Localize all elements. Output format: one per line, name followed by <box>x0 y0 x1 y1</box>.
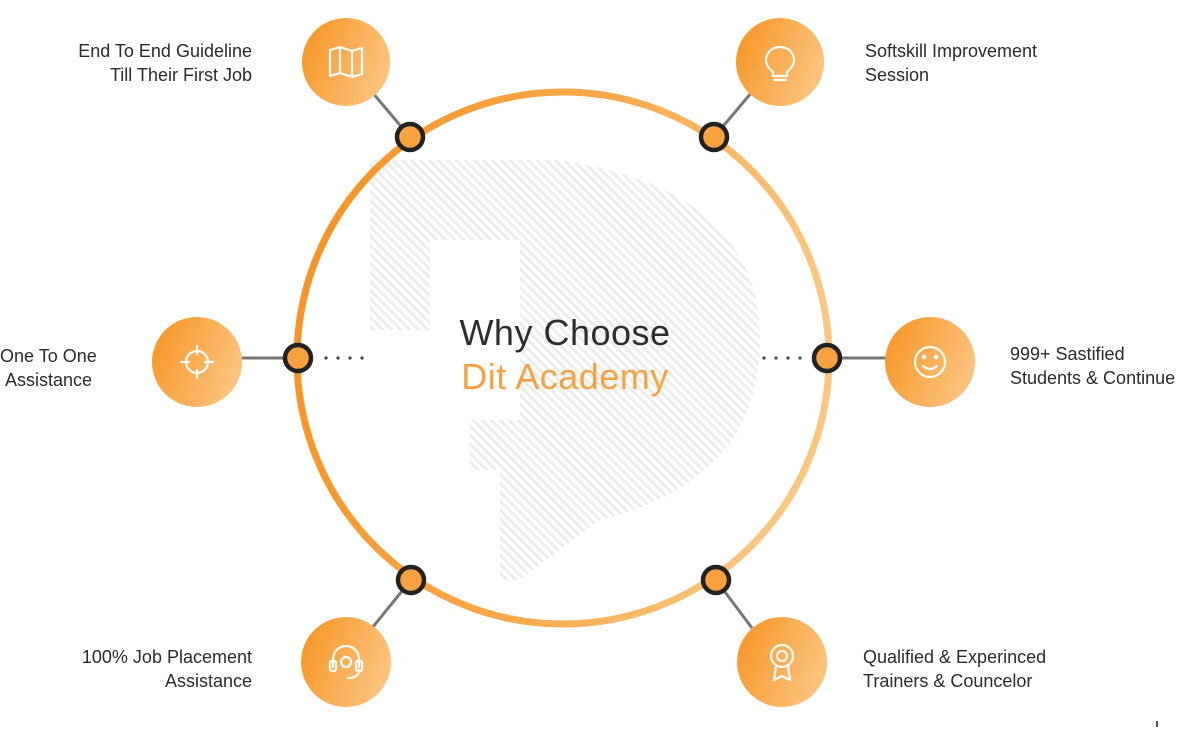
bubble-one-to-one <box>152 317 242 407</box>
node-placement <box>395 564 427 596</box>
award-badge-icon <box>769 643 795 682</box>
node-softskill <box>698 121 730 153</box>
lightbulb-icon <box>764 45 796 82</box>
feature-one-to-one-label: One To One Assistance <box>0 346 97 390</box>
bubble-softskill <box>736 18 824 106</box>
headset-icon <box>328 644 364 680</box>
bubble-guideline <box>302 18 390 106</box>
bubble-placement <box>301 617 391 707</box>
bubble-satisfied <box>885 317 975 407</box>
crosshair-icon <box>179 344 215 380</box>
smiley-icon <box>913 345 947 379</box>
icon-bubbles <box>152 18 975 707</box>
node-one-to-one <box>282 342 314 374</box>
feature-trainers-label: Qualified & Experinced Trainers & Counce… <box>863 647 1047 691</box>
edge-mark <box>1156 721 1158 727</box>
node-trainers <box>700 564 732 596</box>
feature-placement-label: 100% Job Placement Assistance <box>81 647 252 691</box>
ring-nodes <box>282 121 843 596</box>
feature-guideline-label: End To End Guideline Till Their First Jo… <box>78 41 252 85</box>
dotted-lines <box>324 356 802 360</box>
map-icon <box>328 45 364 79</box>
heading-line-2: Dit Academy <box>461 356 669 397</box>
node-guideline <box>394 121 426 153</box>
feature-satisfied-label: 999+ Sastified Students & Continue <box>1010 344 1176 388</box>
node-satisfied <box>811 342 843 374</box>
feature-softskill-label: Softskill Improvement Session <box>865 41 1038 85</box>
heading: Why Choose Dit Academy <box>420 311 710 399</box>
heading-line-1: Why Choose <box>459 312 671 353</box>
